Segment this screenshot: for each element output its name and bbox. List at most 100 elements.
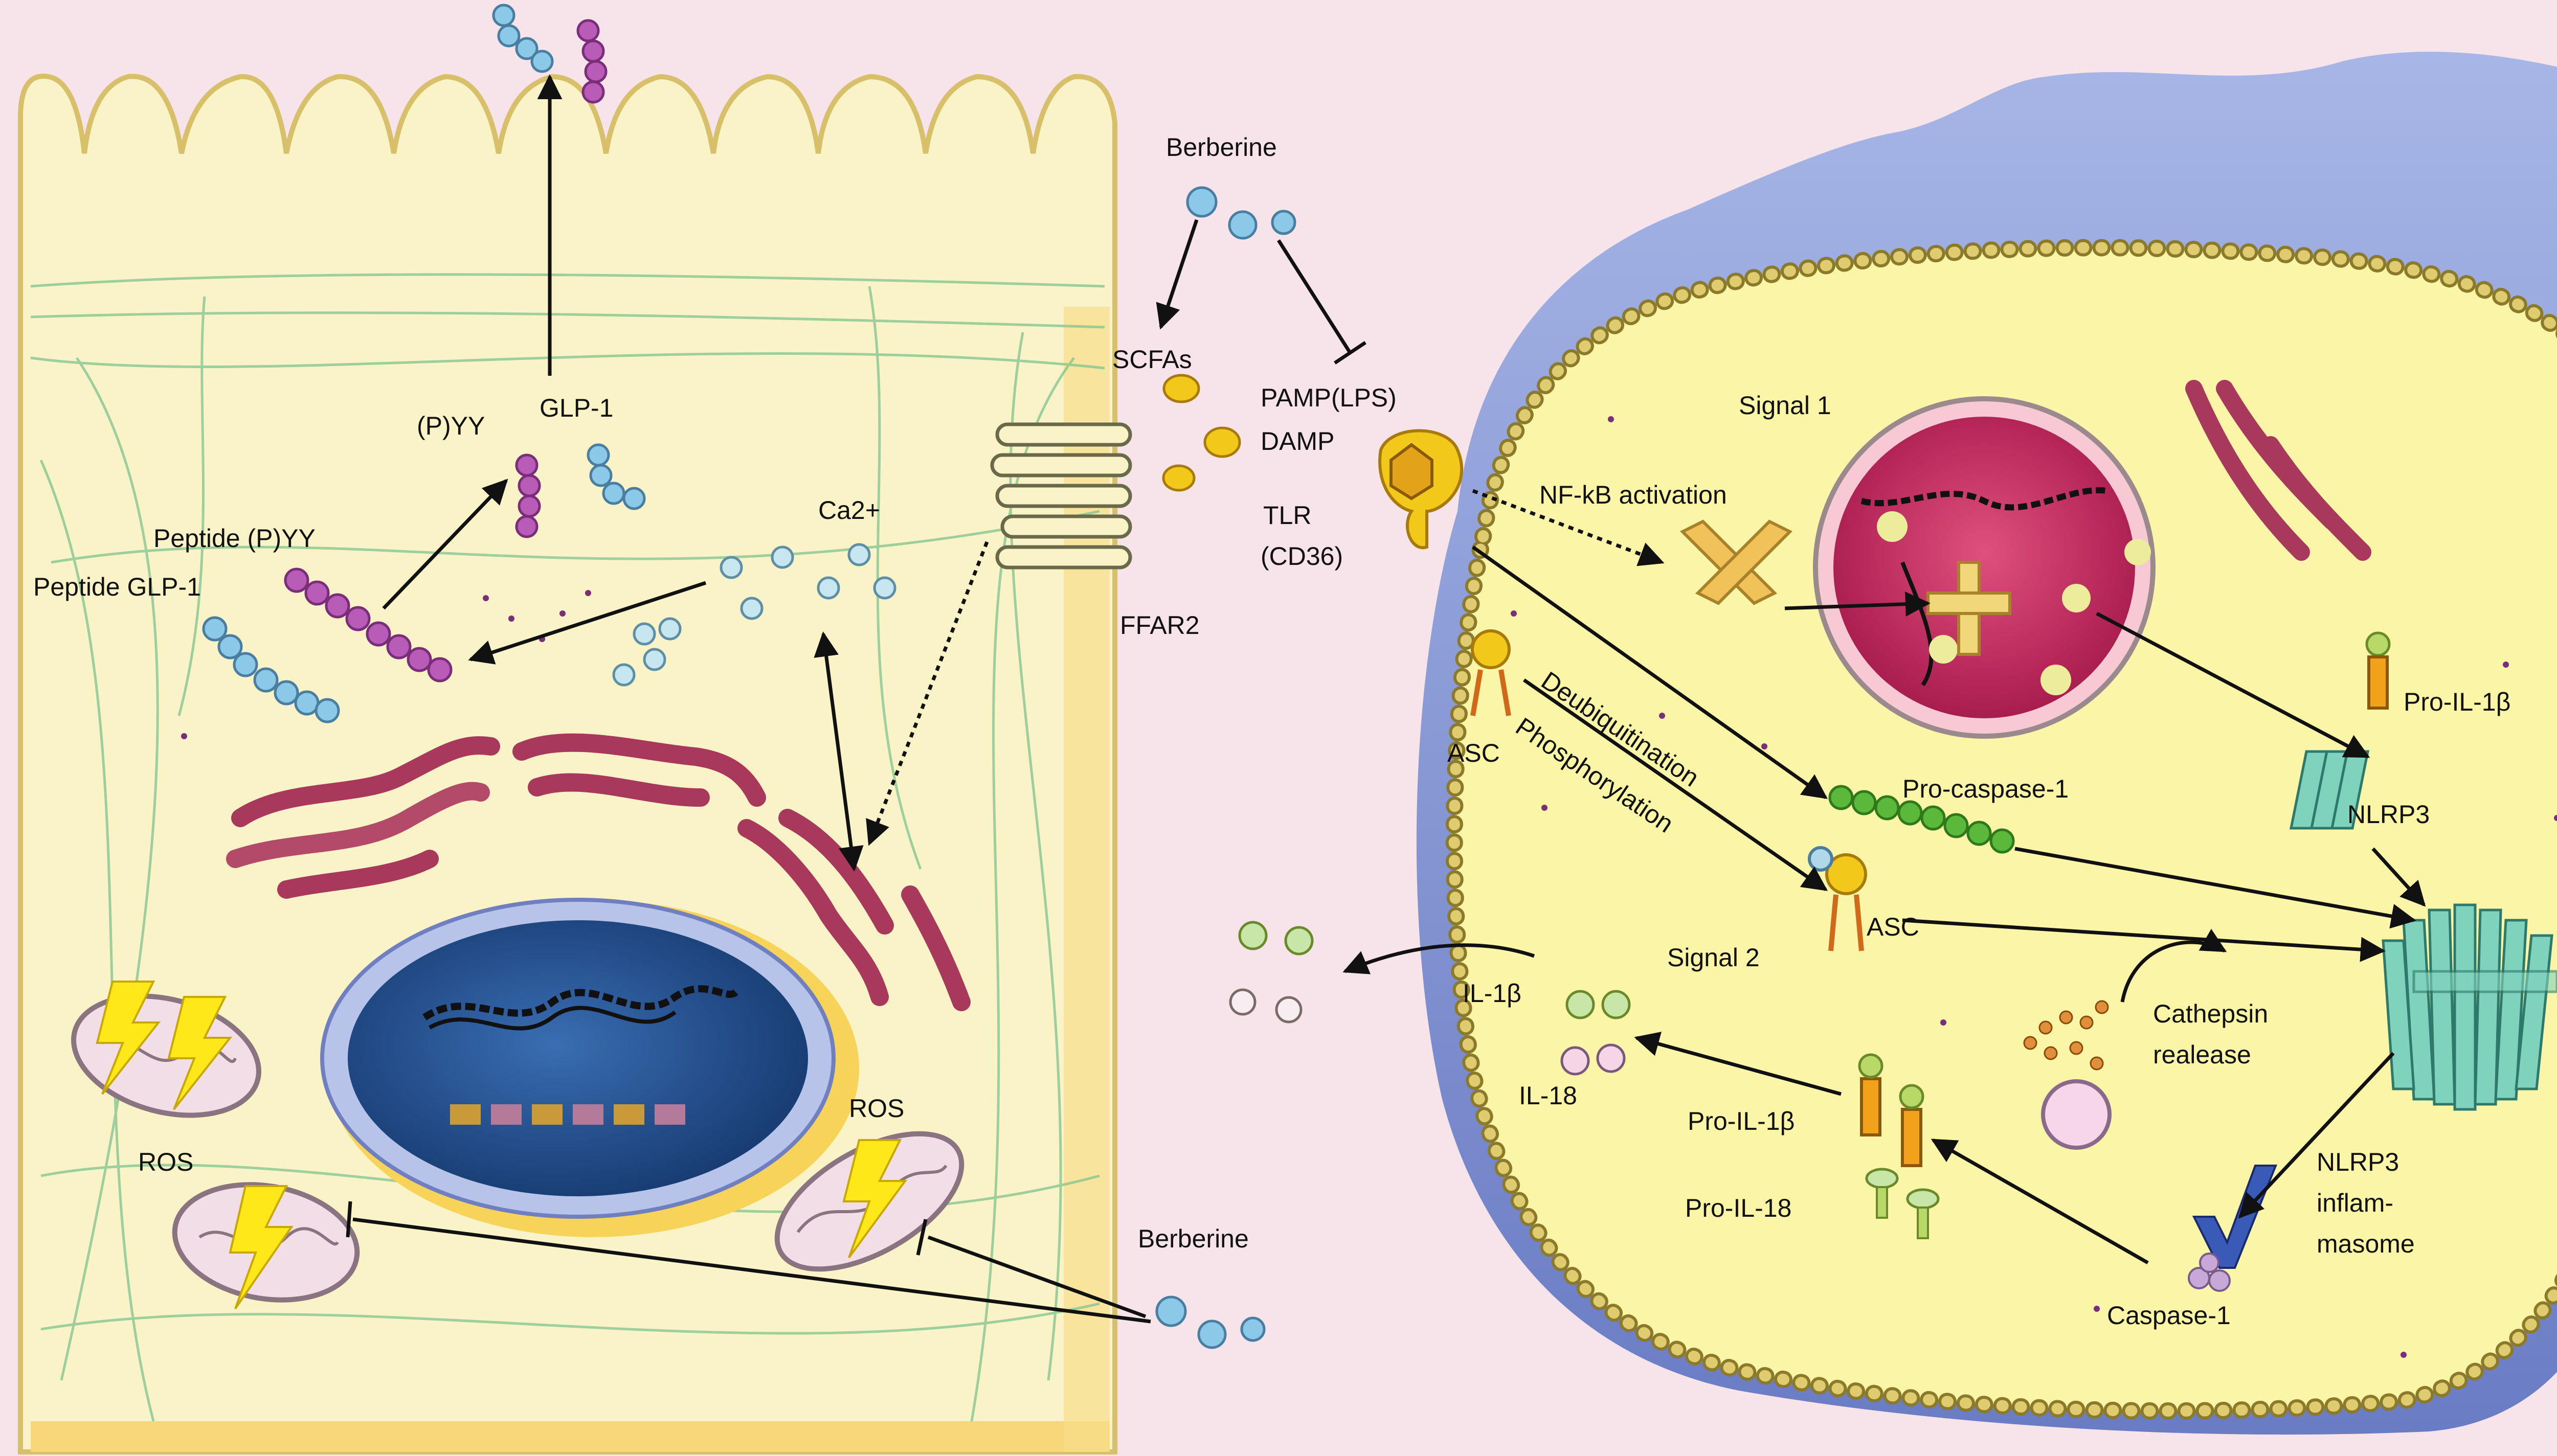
scfa-molecules-part	[1162, 464, 1196, 492]
berberine-molecules-top-part	[1271, 210, 1296, 235]
cytoskeleton-part	[39, 459, 155, 1422]
label-pro-il1b-top: Pro-IL-1β	[2404, 688, 2510, 716]
caspase-1-icon	[2188, 1165, 2277, 1292]
asc-protein-mid-part	[1828, 894, 1864, 951]
endoplasmic-reticulum-part	[231, 736, 500, 827]
il1b-mature	[1565, 990, 1631, 1019]
secreted-cytokines-part	[1229, 988, 1257, 1016]
secreted-cytokines	[1229, 921, 1314, 1023]
peptide-pyy-chain-part	[407, 647, 432, 672]
label-inflammasome-1: NLRP3	[2317, 1148, 2399, 1176]
ros-lightning-icon-part	[96, 981, 161, 1095]
nlrp3-inflammasome-icon-part	[2412, 970, 2557, 993]
label-asc-mid: ASC	[1867, 913, 1919, 941]
endoplasmic-reticulum-part	[528, 773, 710, 807]
label-ca2: Ca2+	[818, 496, 880, 525]
cytoskeleton-part	[868, 286, 922, 870]
pro-caspase-1-chain-part	[1989, 828, 2015, 854]
label-cd36: (CD36)	[1261, 542, 1343, 571]
berberine-molecules-bottom-part	[1155, 1295, 1187, 1327]
arrows-part	[916, 1219, 928, 1256]
peptide-glp1-chain-part	[315, 698, 340, 723]
cell-side-edge	[1064, 307, 1110, 1452]
ros-lightning-icon	[96, 981, 907, 1310]
arrow-inflamm-caspase	[2238, 1052, 2395, 1219]
pro-caspase-1-chain	[1828, 785, 2015, 854]
cytoskeleton-part	[51, 510, 1100, 564]
asc-protein-mid	[1808, 846, 1867, 951]
berberine-molecules-bottom	[1155, 1295, 1266, 1349]
arrow-tlr-procaspase	[1471, 545, 1828, 799]
tlr-receptor-part	[1389, 443, 1433, 500]
nucleus-dna	[1860, 487, 2107, 511]
macrophage-er-part	[2185, 380, 2310, 561]
glp1-cluster-part	[622, 487, 646, 510]
label-nfkb: NF-kB activation	[1539, 481, 1727, 509]
pro-caspase-1-chain-part	[1851, 790, 1877, 815]
pro-il1b-top-icon	[2365, 631, 2391, 710]
label-peptide-pyy: Peptide (P)YY	[153, 524, 316, 553]
pro-il18-icons-part	[1865, 1168, 1899, 1189]
caspase-1-icon-part	[2208, 1269, 2231, 1292]
endoplasmic-reticulum-part	[512, 733, 766, 807]
label-tlr: TLR	[1263, 501, 1311, 530]
scattered-dots-part	[483, 595, 489, 601]
arrow-asc-deub	[1523, 678, 1828, 891]
pyy-cluster-part	[515, 453, 539, 477]
arrow-proil-il	[1634, 1032, 1842, 1096]
label-inflammasome-3: masome	[2317, 1230, 2415, 1258]
label-ros-left: ROS	[138, 1148, 193, 1176]
macrophage-nucleus-part	[1877, 511, 1908, 542]
label-cathepsin-1: Cathepsin	[2153, 999, 2268, 1028]
label-caspase1: Caspase-1	[2107, 1301, 2231, 1330]
berberine-molecules-top-part	[1186, 186, 1218, 218]
chromosome-bands-part	[450, 1104, 481, 1125]
ros-lightning-icon-part	[842, 1139, 907, 1259]
label-ros-right: ROS	[849, 1094, 904, 1123]
pro-caspase-1-chain-part	[1966, 821, 1992, 846]
lysosome-cathepsin-part-part	[2095, 1000, 2109, 1014]
scattered-dots-part	[2094, 1306, 2100, 1312]
pro-caspase-1-chain-part	[1943, 813, 1969, 838]
label-pyy-top: (P)YY	[417, 412, 485, 440]
secreted-cytokines-part	[1275, 996, 1303, 1023]
berberine-molecules-top	[1186, 186, 1296, 240]
label-pro-il18: Pro-IL-18	[1685, 1194, 1791, 1222]
lysosome-cathepsin-part	[2041, 1079, 2112, 1150]
pro-il1b-icons-part	[1901, 1108, 1922, 1167]
label-signal1: Signal 1	[1739, 391, 1831, 420]
chromosome-bands-part	[573, 1104, 603, 1125]
macrophage-er	[2185, 380, 2371, 561]
peptide-glp1-chain-part	[217, 634, 243, 659]
secreted-glp1-cluster-part	[492, 4, 515, 27]
macrophage-nucleus	[1813, 396, 2156, 739]
secreted-pyy-cluster-part	[581, 39, 605, 63]
calcium-ions	[612, 543, 896, 687]
scattered-dots-part	[1659, 713, 1665, 719]
calcium-ions-part	[643, 648, 666, 671]
glp1-cluster-part	[587, 443, 610, 467]
peptide-pyy-chain-part	[304, 580, 330, 606]
endoplasmic-reticulum-part	[901, 885, 971, 1011]
ffar2-receptor-part	[1000, 514, 1132, 539]
arrow-nlrp3-inflamm	[2371, 847, 2426, 907]
scfa-molecules-part	[1203, 426, 1241, 458]
ffar2-receptor-part	[990, 453, 1132, 477]
pro-il1b-top-icon-part	[2365, 631, 2391, 657]
caspase-1-icon-part	[2192, 1165, 2277, 1269]
cytoskeleton-part	[60, 357, 159, 1381]
peptide-glp1-chain-part	[274, 680, 299, 706]
macrophage-nucleus-part	[2040, 665, 2071, 695]
pro-caspase-1-chain-part	[1828, 785, 1854, 810]
peptide-pyy-chain-part	[325, 593, 350, 619]
arrow-berb-to-scfa	[1156, 219, 1199, 330]
berberine-molecules-top-part	[1228, 210, 1258, 240]
secreted-pyy-cluster	[576, 19, 608, 104]
lysosome-cathepsin-part-part	[2023, 1036, 2037, 1050]
peptide-glp1-chain-part	[253, 667, 279, 693]
secreted-glp1-cluster-part	[530, 50, 554, 73]
arrow-tlr-nfkb-dashed	[1472, 489, 1665, 566]
macrophage-part	[1448, 242, 2557, 1417]
chromosome-bands-part	[491, 1104, 522, 1125]
